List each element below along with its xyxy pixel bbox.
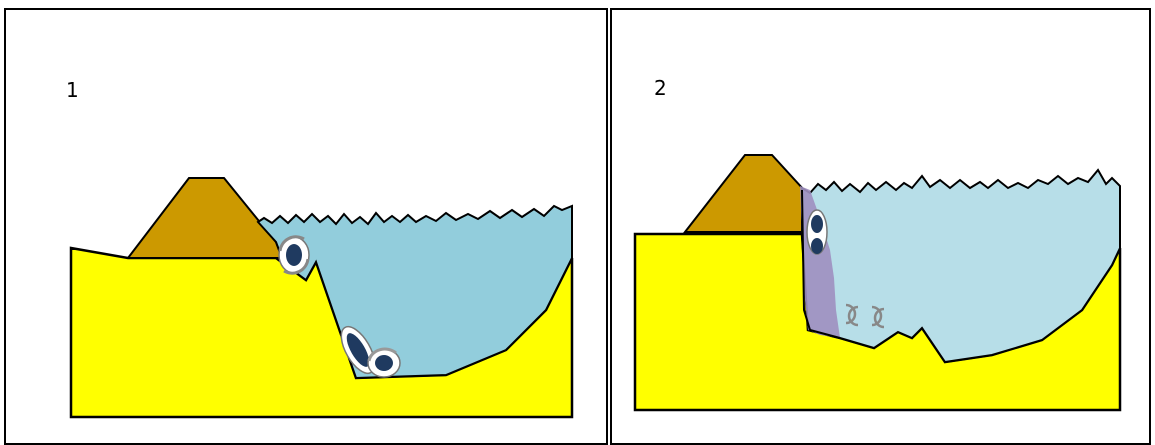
erosion-marker-top [278,235,310,275]
rotation-arrows-icon [367,347,401,378]
levee [682,154,805,233]
panel-number: 2 [654,76,667,100]
panel-1: 1 [4,8,608,445]
riverbank-cross-section-1 [69,177,574,419]
river-water [256,204,573,380]
swirl-icon [871,305,885,329]
panel-2: 2 [610,8,1151,445]
riverbank-cross-section-2 [633,154,1122,412]
swirl-icon [845,303,859,327]
erosion-marker-bottom [340,325,376,375]
panel-number: 1 [66,78,79,102]
bank-outline [801,189,841,339]
erosion-marker-top [806,209,828,255]
levee [125,177,284,259]
